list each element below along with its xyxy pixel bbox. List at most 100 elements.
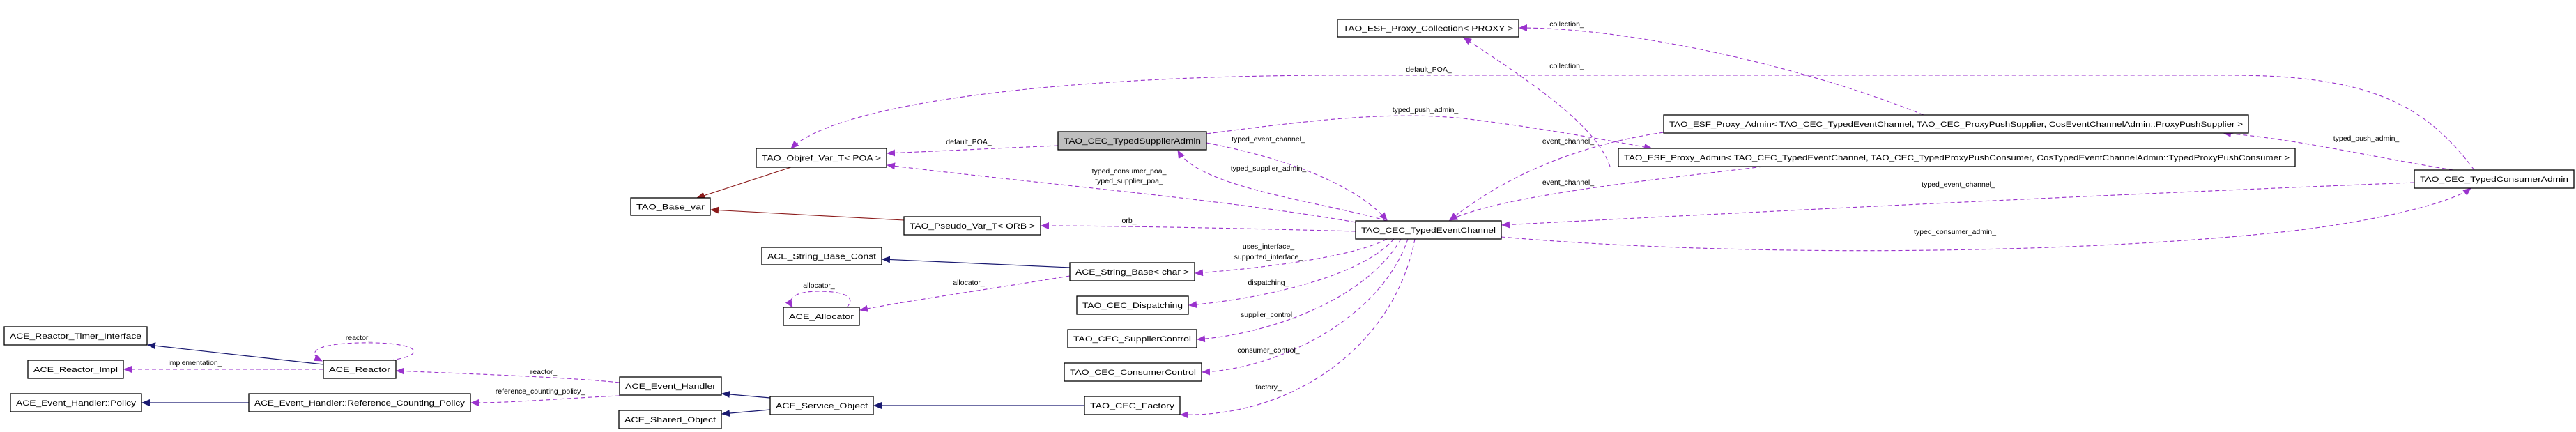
inheritance-edge: [147, 342, 324, 365]
node-event-handler[interactable]: ACE_Event_Handler: [619, 376, 722, 396]
usage-edge: [1463, 37, 1611, 167]
edge-labels: implementation_reactor_reactor_reference…: [168, 20, 2399, 396]
usage-edge: [1449, 132, 1664, 221]
node-proxy-admin-consumer[interactable]: TAO_ESF_Proxy_Admin< TAO_CEC_TypedEventC…: [1618, 148, 2296, 167]
node-label: TAO_CEC_Factory: [1090, 402, 1175, 410]
usage-edge: [1206, 142, 1388, 221]
edge-label: event_channel_: [1542, 178, 1594, 187]
node-reactor[interactable]: ACE_Reactor: [323, 360, 397, 379]
inheritance-edge: [721, 390, 771, 399]
usage-edge: [396, 367, 620, 383]
node-objref-poa[interactable]: TAO_Objref_Var_T< POA >: [756, 148, 887, 168]
edge-label: uses_interface_: [1243, 242, 1294, 251]
node-label: ACE_Shared_Object: [624, 416, 716, 424]
node-dispatching[interactable]: TAO_CEC_Dispatching: [1076, 295, 1189, 315]
edge-label: collection_: [1549, 20, 1584, 29]
node-box: [756, 148, 887, 168]
usage-edge: [887, 145, 1059, 157]
node-proxy-collection[interactable]: TAO_ESF_Proxy_Collection< PROXY >: [1337, 19, 1519, 38]
node-event-channel[interactable]: TAO_CEC_TypedEventChannel: [1355, 220, 1502, 240]
node-box: [27, 360, 124, 379]
edge-label: default_POA_: [1406, 65, 1452, 74]
edge-label: typed_event_channel_: [1232, 135, 1305, 144]
node-label: ACE_String_Base_Const: [767, 253, 876, 261]
edge-label: event_channel_: [1542, 137, 1594, 146]
edge-label: reactor_: [346, 334, 373, 342]
node-box: [619, 376, 722, 396]
edges: [123, 24, 2475, 419]
node-box: [1337, 19, 1519, 38]
node-eh-policy[interactable]: ACE_Event_Handler::Policy: [10, 393, 142, 412]
node-label: TAO_ESF_Proxy_Collection< PROXY >: [1343, 25, 1513, 33]
node-label: ACE_Reactor_Timer_Interface: [10, 332, 141, 341]
node-consumer-control[interactable]: TAO_CEC_ConsumerControl: [1064, 362, 1202, 382]
inheritance-edge: [882, 256, 1071, 268]
inheritance-edge: [721, 409, 771, 417]
node-supplier-control[interactable]: TAO_CEC_SupplierControl: [1067, 329, 1197, 348]
usage-edge: [1041, 222, 1356, 232]
usage-edge: [1180, 238, 1416, 419]
node-label: ACE_Reactor: [329, 366, 390, 374]
node-allocator[interactable]: ACE_Allocator: [783, 307, 860, 326]
node-box: [1064, 362, 1202, 382]
usage-edge: [785, 291, 851, 308]
node-box: [1067, 329, 1197, 348]
node-reactor-impl[interactable]: ACE_Reactor_Impl: [27, 360, 124, 379]
usage-edge: [1501, 182, 2415, 229]
node-base-var[interactable]: TAO_Base_var: [630, 197, 711, 216]
node-label: ACE_Service_Object: [776, 402, 868, 410]
node-label: ACE_Event_Handler::Policy: [16, 399, 137, 408]
usage-edge: [1206, 115, 1653, 151]
node-box: [761, 247, 882, 265]
node-pseudo-orb[interactable]: TAO_Pseudo_Var_T< ORB >: [903, 216, 1041, 236]
edge-label: allocator_: [953, 279, 985, 287]
edge-label: supported_interface_: [1234, 253, 1303, 261]
edge-label: collection_: [1549, 62, 1584, 70]
edge-label: supplier_control_: [1241, 311, 1296, 319]
edge-label: typed_consumer_poa_: [1092, 167, 1167, 176]
usage-edge: [313, 342, 415, 362]
node-box: [1076, 295, 1189, 315]
usage-edge: [859, 275, 1071, 312]
node-label: ACE_Event_Handler::Reference_Counting_Po…: [254, 399, 466, 408]
usage-edge: [1501, 187, 2471, 252]
usage-edge: [470, 395, 620, 406]
node-label: TAO_CEC_Dispatching: [1082, 302, 1183, 310]
node-timer-iface[interactable]: ACE_Reactor_Timer_Interface: [3, 326, 148, 346]
edge-label: typed_supplier_admin_: [1231, 164, 1307, 173]
edge-label: allocator_: [803, 281, 835, 290]
node-box: [323, 360, 397, 379]
node-supplier-admin[interactable]: TAO_CEC_TypedSupplierAdmin: [1057, 131, 1207, 151]
edge-label: orb_: [1121, 217, 1136, 225]
node-box: [10, 393, 142, 412]
node-factory[interactable]: TAO_CEC_Factory: [1084, 396, 1181, 415]
edge-label: consumer_control_: [1237, 346, 1299, 355]
node-label: TAO_CEC_TypedConsumerAdmin: [2420, 176, 2568, 184]
node-str-const[interactable]: ACE_String_Base_Const: [761, 247, 882, 265]
node-shared-object[interactable]: ACE_Shared_Object: [618, 410, 722, 429]
usage-edge: [1202, 238, 1409, 376]
node-consumer-admin[interactable]: TAO_CEC_TypedConsumerAdmin: [2414, 169, 2575, 189]
node-label: TAO_Pseudo_Var_T< ORB >: [910, 222, 1035, 231]
node-ref-policy[interactable]: ACE_Event_Handler::Reference_Counting_Po…: [248, 393, 471, 412]
usage-edge: [1197, 238, 1402, 343]
node-box: [3, 326, 148, 346]
node-label: TAO_Base_var: [636, 203, 705, 212]
node-box: [1618, 148, 2296, 167]
edge-label: reactor_: [530, 368, 558, 376]
node-label: ACE_Allocator: [789, 313, 854, 321]
node-box: [2414, 169, 2575, 189]
template-edge: [696, 167, 792, 199]
node-label: TAO_ESF_Proxy_Admin< TAO_CEC_TypedEventC…: [1624, 154, 2290, 162]
node-service-object[interactable]: ACE_Service_Object: [769, 396, 874, 415]
node-proxy-admin-supplier[interactable]: TAO_ESF_Proxy_Admin< TAO_CEC_TypedEventC…: [1663, 114, 2249, 134]
node-box: [783, 307, 860, 326]
usage-edge: [790, 75, 2475, 171]
node-box: [630, 197, 711, 216]
node-box: [769, 396, 874, 415]
node-label: ACE_String_Base< char >: [1075, 268, 1189, 277]
edge-label: implementation_: [168, 359, 222, 367]
node-str-char[interactable]: ACE_String_Base< char >: [1069, 262, 1195, 281]
